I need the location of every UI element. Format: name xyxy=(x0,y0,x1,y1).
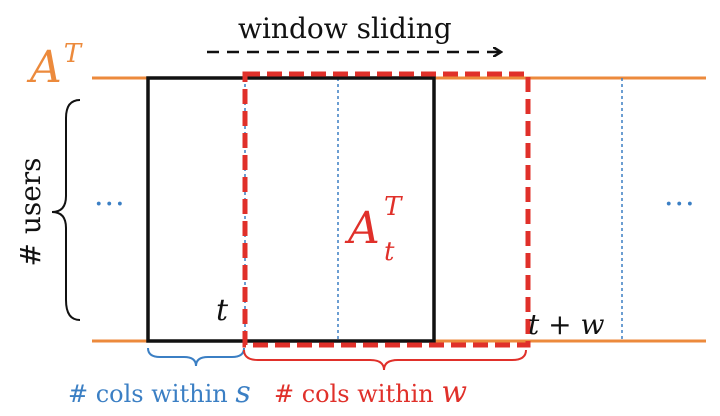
cols-w-brace xyxy=(243,349,527,371)
window-matrix-label: A xyxy=(344,203,380,254)
users-brace xyxy=(51,99,81,321)
red-sliding-window-rect xyxy=(242,71,531,348)
cols-within-s-label: # cols within s xyxy=(68,375,251,410)
left-ellipsis: ··· xyxy=(94,187,126,222)
cols-s-brace xyxy=(147,347,245,367)
cols-within-w-label: # cols within w xyxy=(274,375,467,410)
window-matrix-sup: T xyxy=(384,192,403,222)
t-plus-w-label: t + w xyxy=(528,308,605,341)
matrix-label: AT xyxy=(26,39,83,93)
users-label: # users xyxy=(14,157,47,266)
window-matrix-sub: t xyxy=(384,237,395,267)
right-ellipsis: ··· xyxy=(664,187,696,222)
window-sliding-label: window sliding xyxy=(238,12,452,45)
black-window-rect xyxy=(146,76,436,343)
t-label: t xyxy=(216,293,229,328)
